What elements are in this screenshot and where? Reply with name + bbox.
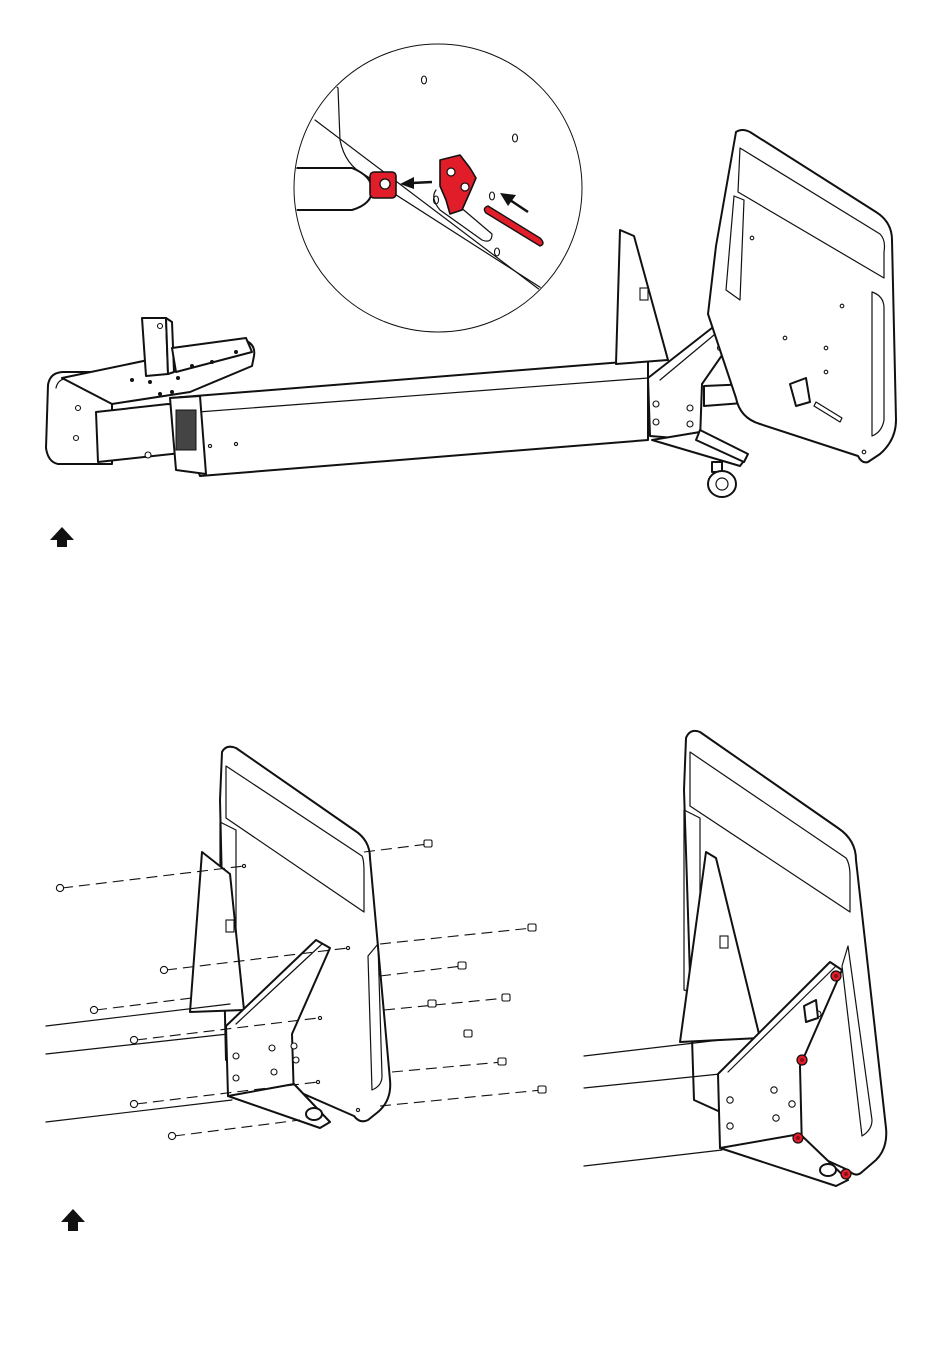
assembled-view [584, 731, 886, 1186]
exploded-fastener-view [46, 747, 546, 1140]
step1-arrow-up-icon [50, 527, 74, 547]
detail-callout-circle [290, 44, 582, 332]
step2-arrow-up-icon [61, 1209, 85, 1231]
clevis-end [370, 172, 396, 198]
bolt-icon [424, 840, 546, 1093]
